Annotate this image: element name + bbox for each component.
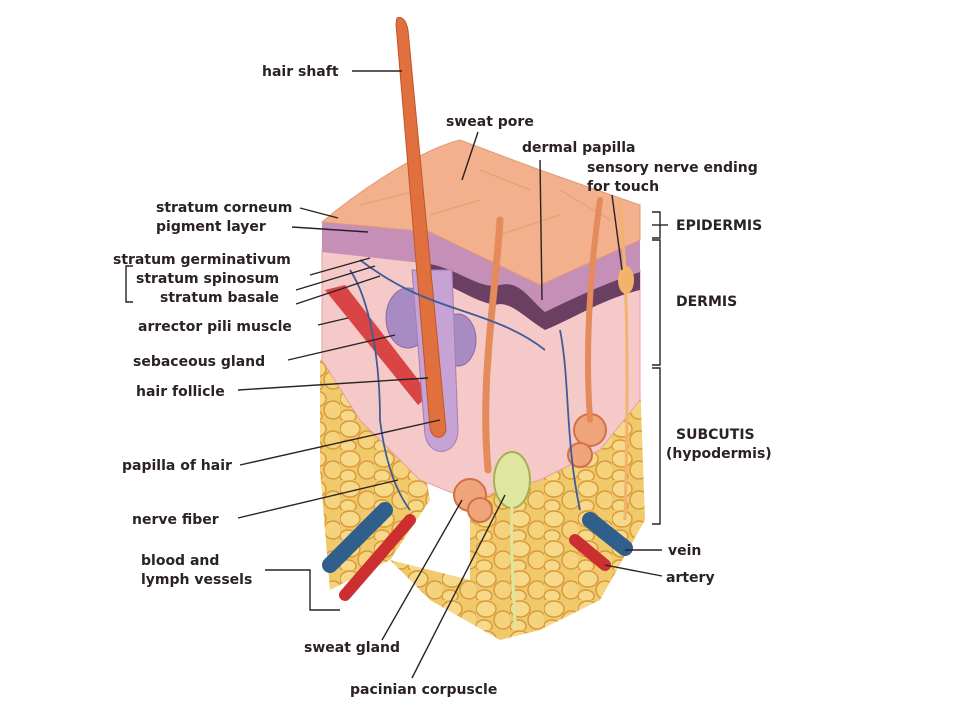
right-vein (582, 512, 633, 556)
sensory-nerve-ending-shape (618, 266, 634, 294)
left-artery (339, 514, 416, 601)
label-dermal-papilla: dermal papilla (522, 140, 635, 156)
sweat-duct (482, 216, 504, 474)
pigment-layer-band (430, 264, 640, 330)
label-artery: artery (666, 570, 715, 586)
sweat-gland-coil-left (453, 478, 493, 523)
skin-surface-top (320, 139, 641, 286)
left-vein (322, 502, 393, 573)
leader-lines (125, 70, 668, 679)
sensory-nerve-fiber (618, 199, 629, 521)
label-dermis: DERMIS (676, 294, 737, 310)
label-epidermis: EPIDERMIS (676, 218, 762, 234)
label-hair-shaft: hair shaft (262, 64, 339, 80)
label-blood-lymph-2: lymph vessels (141, 572, 252, 588)
label-pigment-layer: pigment layer (156, 219, 266, 235)
label-sweat-pore: sweat pore (446, 114, 534, 130)
label-pacinian: pacinian corpuscle (350, 682, 497, 698)
label-arrector-pili: arrector pili muscle (138, 319, 292, 335)
label-nerve-fiber: nerve fiber (132, 512, 219, 528)
pacinian-corpuscle-shape (493, 451, 531, 509)
right-artery (569, 534, 611, 571)
sweat-gland-coil-right (567, 413, 607, 468)
surface-texture (359, 169, 611, 236)
subcutis-fat-bottom (390, 560, 540, 640)
label-stratum-basale: stratum basale (160, 290, 279, 306)
sweat-duct-right (585, 197, 603, 423)
nerve-fiber-network (349, 259, 581, 511)
label-blood-lymph-1: blood and (141, 553, 219, 569)
label-sensory-nerve-1: sensory nerve ending (587, 160, 758, 176)
epidermis-stratum-band (322, 222, 640, 312)
label-sebaceous-gland: sebaceous gland (133, 354, 265, 370)
label-stratum-corneum: stratum corneum (156, 200, 292, 216)
label-stratum-spinosum: stratum spinosum (136, 271, 279, 287)
label-sweat-gland: sweat gland (304, 640, 400, 656)
diagram-labels: hair shaft sweat pore dermal papilla sen… (113, 64, 772, 698)
label-subcutis-1: SUBCUTIS (676, 427, 755, 443)
arrector-pili-muscle-shape (325, 285, 430, 405)
label-hair-follicle: hair follicle (136, 384, 225, 400)
label-subcutis-2: (hypodermis) (666, 446, 772, 462)
label-papilla-of-hair: papilla of hair (122, 458, 232, 474)
label-vein: vein (668, 543, 701, 559)
pacinian-nerve (510, 504, 517, 631)
skin-block-illustration (320, 17, 645, 640)
label-sensory-nerve-2: for touch (587, 179, 659, 195)
label-stratum-germinativum: stratum germinativum (113, 252, 291, 268)
hair-shaft-shape (395, 17, 447, 438)
